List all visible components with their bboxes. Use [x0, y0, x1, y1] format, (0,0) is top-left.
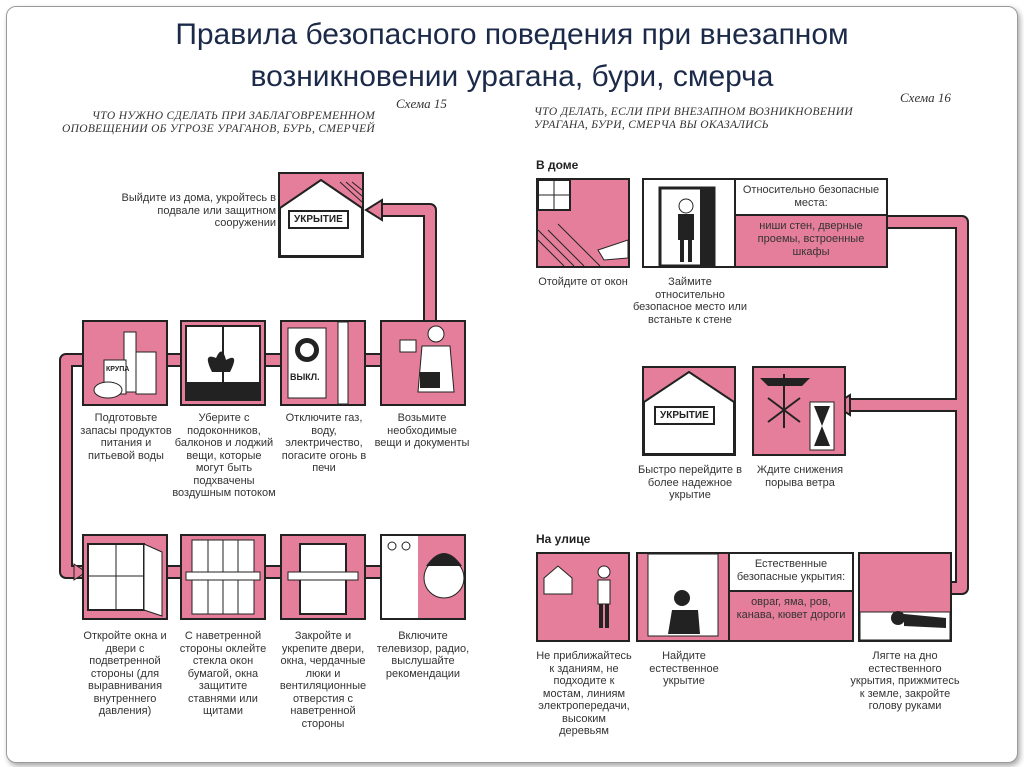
door-icon — [282, 536, 364, 618]
food-supplies-box: КРУПА — [82, 320, 168, 406]
tape-windows-box — [180, 534, 266, 620]
gas-valve-icon — [282, 322, 364, 404]
natural-shelters-info: Естественные безопасные укрытия: овраг, … — [728, 552, 854, 642]
right-header-line-1: что делать, если при внезапном возникнов… — [534, 106, 984, 119]
move-shelter-caption: Быстро перейдите в более надежное укрыти… — [638, 464, 742, 502]
right-shelter-box: УКРЫТИЕ — [642, 366, 736, 456]
plant-icon — [182, 322, 264, 404]
natural-shelters-list: овраг, яма, ров, канава, кювет дороги — [730, 590, 852, 640]
lie-down-box — [858, 552, 952, 642]
wait-wind-caption: Ждите снижения порыва ветра — [748, 464, 852, 489]
hourglass-icon — [754, 368, 844, 454]
right-shelter-label: УКРЫТИЕ — [654, 406, 715, 425]
left-step-4-caption: Возьмите необходимые вещи и документы — [374, 412, 470, 450]
left-header: что нужно сделать при заблаговременном о… — [62, 110, 472, 136]
left-step-6-caption: С наветренной стороны оклейте стекла око… — [174, 630, 272, 718]
left-shelter-box: УКРЫТИЕ — [278, 172, 364, 258]
safe-place-box — [642, 178, 736, 268]
close-doors-box — [280, 534, 366, 620]
wait-wind-box — [752, 366, 846, 456]
away-from-window-box — [536, 178, 630, 268]
left-header-line-2: оповещении об угрозе ураганов, бурь, сме… — [62, 123, 472, 136]
home-step-2-caption: Займите относительно безопасное место ил… — [632, 276, 748, 326]
avoid-buildings-box — [536, 552, 630, 642]
documents-box — [380, 320, 466, 406]
left-header-line-1: что нужно сделать при заблаговременном — [62, 110, 472, 123]
natural-shelter-box — [636, 552, 730, 642]
home-section-label: В доме — [536, 158, 578, 172]
shutters-icon — [182, 536, 264, 618]
safe-places-list: ниши стен, дверные проемы, встроенные шк… — [736, 214, 886, 266]
natural-shelters-title: Естественные безопасные укрытия: — [730, 554, 852, 588]
switch-label: ВЫКЛ. — [290, 372, 320, 382]
street-step-3-caption: Лягте на дно естественного укрытия, приж… — [850, 650, 960, 713]
left-step-2-caption: Уберите с подоконников, балконов и лоджи… — [172, 412, 276, 500]
safe-places-info: Относительно безопасные места: ниши стен… — [734, 178, 888, 268]
safe-places-title: Относительно безопасные места: — [736, 180, 886, 214]
street-step-2-caption: Найдите естественное укрытие — [634, 650, 734, 688]
left-step-3-caption: Отключите газ, воду, электричество, пога… — [276, 412, 372, 475]
food-icon — [84, 322, 166, 404]
open-window-icon — [84, 536, 166, 618]
shelter-label: УКРЫТИЕ — [288, 210, 349, 229]
open-windows-box — [82, 534, 168, 620]
lying-person-icon — [860, 554, 950, 640]
left-step-8-caption: Включите телевизор, радио, выслушайте ре… — [374, 630, 472, 680]
right-header: что делать, если при внезапном возникнов… — [534, 106, 984, 132]
radio-icon — [382, 536, 464, 618]
person-bag-icon — [382, 322, 464, 404]
left-shelter-caption: Выйдите из дома, укройтесь в подвале или… — [118, 192, 276, 230]
house-person-icon — [538, 554, 628, 640]
street-section-label: На улице — [536, 532, 590, 546]
window-sill-box — [180, 320, 266, 406]
left-step-7-caption: Закройте и укрепите двери, окна, чердачн… — [274, 630, 372, 730]
switch-off-box: ВЫКЛ. — [280, 320, 366, 406]
right-header-line-2: урагана, бури, смерча вы оказались — [534, 119, 984, 132]
window-icon — [538, 180, 628, 266]
right-scheme-number: Схема 16 — [900, 90, 951, 106]
food-label: КРУПА — [106, 366, 129, 373]
radio-tv-box — [380, 534, 466, 620]
home-step-1-caption: Отойдите от окон — [536, 276, 630, 289]
left-step-5-caption: Откройте окна и двери с подветренной сто… — [76, 630, 174, 718]
street-step-1-caption: Не приближайтесь к зданиям, не подходите… — [536, 650, 632, 738]
left-step-1-caption: Подготовьте запасы продуктов питания и п… — [78, 412, 174, 462]
sitting-person-icon — [638, 554, 728, 640]
doorway-person-icon — [644, 180, 734, 266]
